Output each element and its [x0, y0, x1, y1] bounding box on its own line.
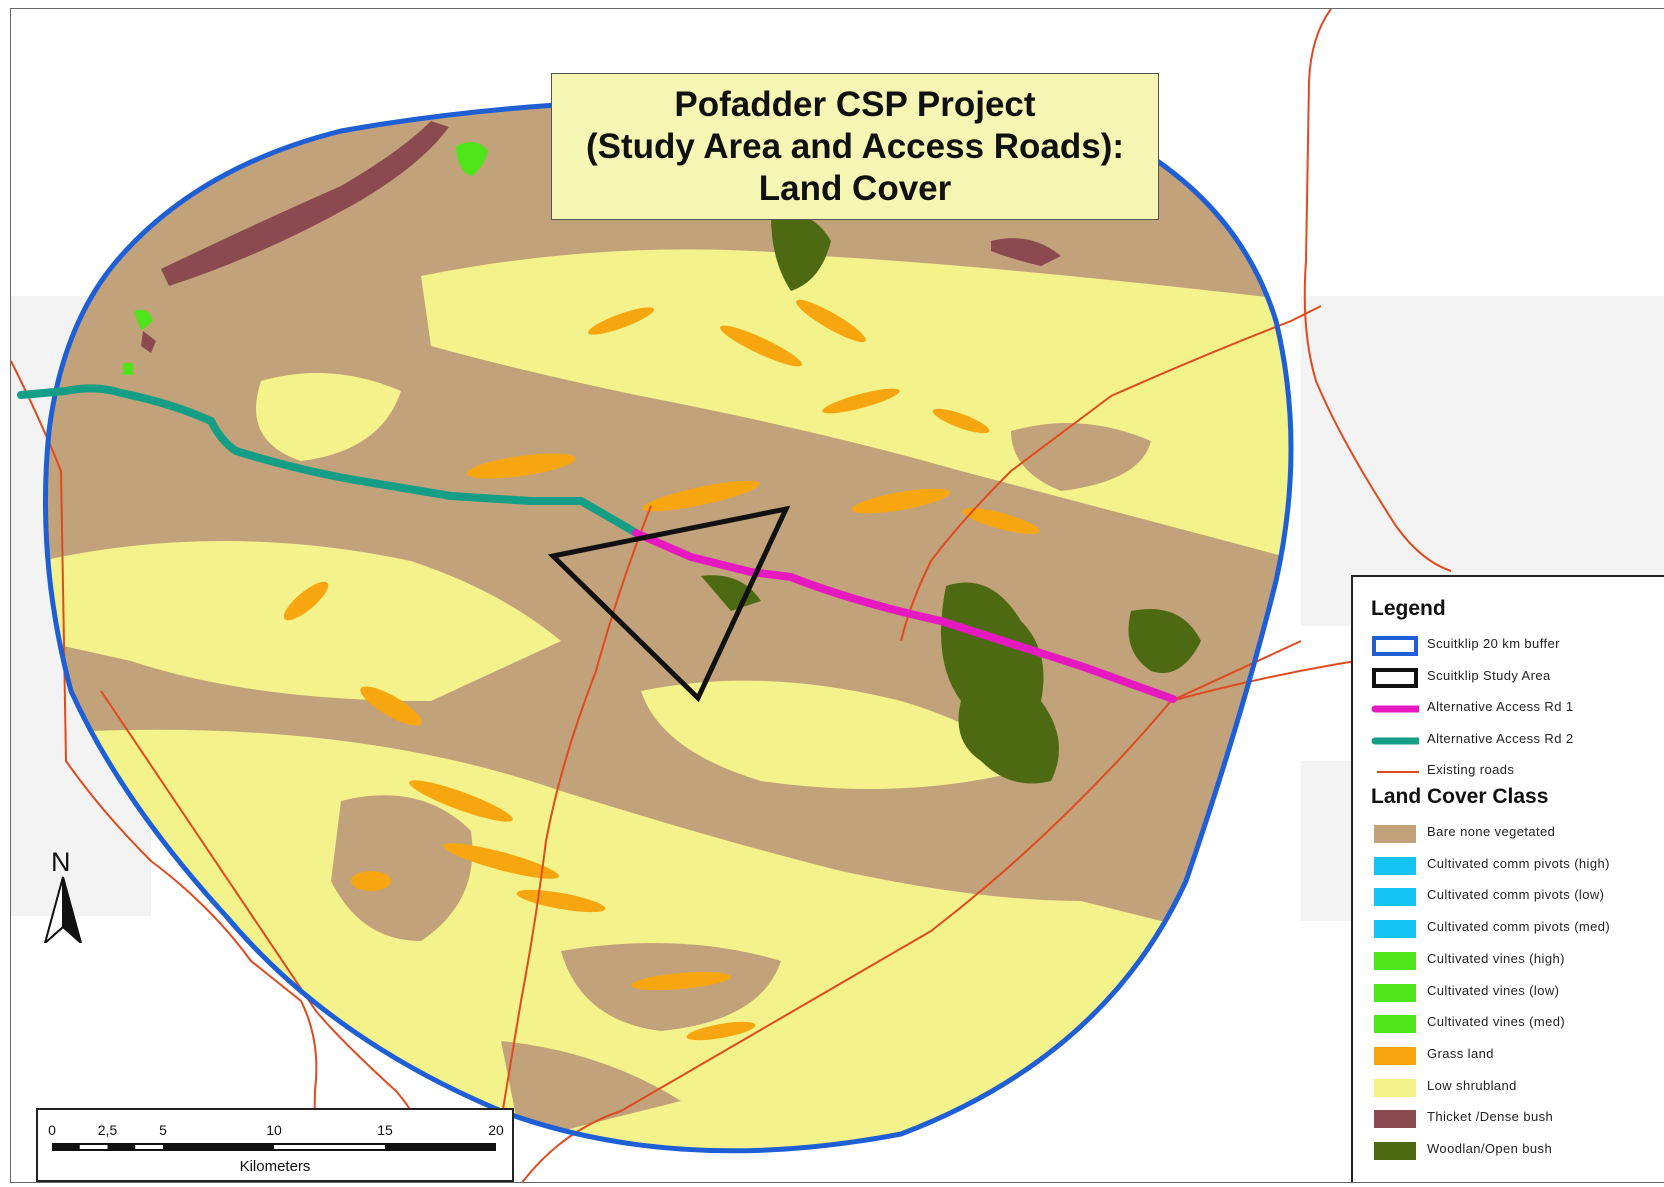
legend-label: Low shrubland [1427, 1077, 1517, 1093]
legend-swatch [1377, 771, 1419, 773]
legend-label: Alternative Access Rd 1 [1427, 699, 1574, 714]
legend-label: Scuitklip 20 km buffer [1427, 636, 1560, 651]
scale-bar-graphic [52, 1143, 496, 1151]
legend-label: Alternative Access Rd 2 [1427, 730, 1574, 746]
legend-swatch [1374, 1078, 1416, 1097]
legend-item: Cultivated comm pivots (med) [1371, 916, 1664, 940]
legend-swatch [1371, 705, 1419, 713]
alternative-access-rd-1 [632, 529, 1177, 703]
scale-tick-label: 5 [159, 1122, 167, 1138]
legend-item: Cultivated vines (med) [1371, 1011, 1664, 1035]
legend-swatch [1374, 951, 1416, 970]
north-label: N [51, 847, 71, 877]
legend-item: Cultivated comm pivots (low) [1371, 884, 1664, 908]
legend-swatch [1372, 636, 1418, 656]
scale-unit-label: Kilometers [239, 1158, 311, 1175]
legend-item: Scuitklip Study Area [1371, 665, 1664, 689]
legend-label: Cultivated vines (low) [1427, 982, 1560, 998]
legend-label: Existing roads [1427, 762, 1515, 777]
legend-item: Cultivated comm pivots (high) [1371, 853, 1664, 877]
legend-label: Cultivated vines (med) [1427, 1014, 1566, 1030]
legend-swatch [1374, 856, 1416, 875]
legend-swatch [1374, 1015, 1416, 1034]
legend-swatch [1374, 1046, 1416, 1065]
scale-tick-label: 15 [377, 1122, 393, 1138]
north-arrow-icon [43, 876, 83, 943]
legend-swatch [1374, 825, 1416, 843]
legend-item: Woodlan/Open bush [1371, 1138, 1664, 1162]
legend-label: Cultivated comm pivots (med) [1427, 919, 1611, 935]
scale-tick-label: 20 [488, 1122, 504, 1138]
map-title-line-3: Land Cover [758, 168, 952, 208]
legend-label: Scuitklip Study Area [1427, 667, 1551, 683]
alternative-access-rd-2 [17, 384, 640, 537]
map-title-line-2: (Study Area and Access Roads): [585, 126, 1125, 166]
legend-swatch [1374, 1142, 1416, 1160]
scuitklip-20km-buffer [43, 79, 1294, 1154]
scale-tick-label: 10 [266, 1122, 282, 1138]
existing-roads [11, 9, 1452, 1182]
map-title-line-1: Pofadder CSP Project [674, 84, 1036, 124]
legend-item: Cultivated vines (low) [1371, 980, 1664, 1004]
legend-item: Scuitklip 20 km buffer [1371, 633, 1664, 657]
scale-tick-label: 2,5 [97, 1122, 118, 1138]
legend-swatch [1372, 667, 1418, 688]
legend-item: Alternative Access Rd 2 [1371, 728, 1664, 752]
legend-item: Alternative Access Rd 1 [1371, 696, 1664, 720]
legend-swatch [1374, 983, 1416, 1002]
legend-item: Bare none vegetated [1371, 821, 1664, 845]
legend-label: Cultivated comm pivots (high) [1427, 855, 1610, 871]
map-title-box: Pofadder CSP Project (Study Area and Acc… [551, 73, 1159, 220]
legend-item: Existing roads [1371, 759, 1664, 783]
legend-item: Low shrubland [1371, 1075, 1664, 1099]
legend-title: Legend [1371, 597, 1446, 620]
legend-label: Thicket /Dense bush [1427, 1109, 1554, 1125]
legend-item: Thicket /Dense bush [1371, 1106, 1664, 1130]
map-frame: Pofadder CSP Project (Study Area and Acc… [10, 8, 1664, 1183]
legend-item: Cultivated vines (high) [1371, 948, 1664, 972]
land-cover-class-heading: Land Cover Class [1371, 785, 1549, 808]
legend-label: Cultivated comm pivots (low) [1427, 887, 1605, 903]
legend-item: Grass land [1371, 1043, 1664, 1067]
scuitklip-study-area [547, 505, 791, 703]
legend-swatch [1374, 888, 1416, 907]
scale-bar: Kilometers 0 2,5 5 10 15 20 [36, 1108, 514, 1182]
legend-swatch [1371, 737, 1419, 744]
legend-swatch [1374, 1110, 1416, 1129]
legend-label: Grass land [1427, 1045, 1494, 1061]
scale-tick-label: 0 [48, 1122, 56, 1138]
legend-label: Bare none vegetated [1427, 824, 1556, 839]
legend-label: Woodlan/Open bush [1427, 1141, 1553, 1156]
legend-label: Cultivated vines (high) [1427, 950, 1565, 966]
legend-swatch [1374, 920, 1416, 939]
map-canvas[interactable] [11, 9, 1664, 1183]
